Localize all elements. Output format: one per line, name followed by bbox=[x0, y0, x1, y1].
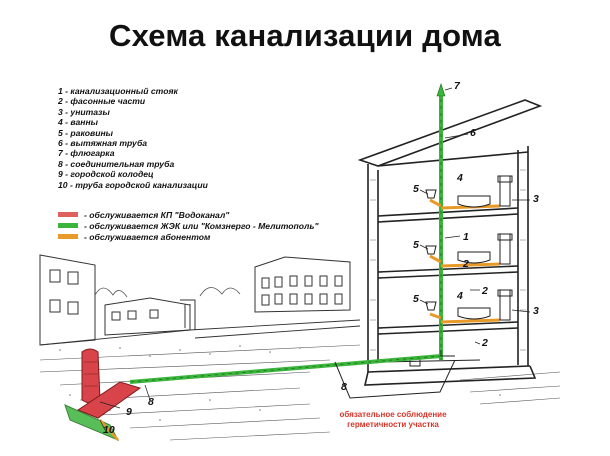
color-legend-vodokanal: - обслуживается КП "Водоканал" bbox=[58, 209, 319, 220]
legend-item-6: 6 - вытяжная труба bbox=[58, 138, 148, 149]
legend-item-4: 4 - ванны bbox=[58, 117, 98, 128]
trees bbox=[94, 287, 241, 298]
sealed-section-outline bbox=[334, 359, 456, 399]
label-8-well: 8 bbox=[148, 396, 154, 408]
ground-hatching bbox=[39, 344, 561, 441]
legend-item-2: 2 - фасонные части bbox=[58, 96, 146, 107]
number-legend: 1 - канализационный стояк 2 - фасонные ч… bbox=[58, 86, 208, 190]
sealing-note: обязательное соблюдение герметичности уч… bbox=[318, 410, 468, 430]
label-4-top: 4 bbox=[457, 172, 463, 184]
zhek-swatch bbox=[58, 223, 78, 228]
label-6: 6 bbox=[470, 127, 476, 139]
label-1: 1 bbox=[463, 231, 469, 243]
main-house bbox=[357, 99, 543, 386]
label-2-bottom: 2 bbox=[482, 337, 488, 349]
color-legend-subscriber: - обслуживается абонентом bbox=[58, 231, 319, 242]
vodokanal-swatch bbox=[58, 212, 78, 217]
connecting-pipe bbox=[129, 350, 455, 384]
subscriber-swatch bbox=[58, 234, 78, 239]
background-houses bbox=[39, 254, 196, 346]
legend-item-3: 3 - унитазы bbox=[58, 106, 110, 117]
legend-item-9: 9 - городской колодец bbox=[58, 169, 154, 180]
label-9: 9 bbox=[126, 406, 132, 418]
sealing-note-line-2: герметичности участка bbox=[347, 420, 439, 429]
city-well bbox=[81, 348, 101, 404]
zhek-label: - обслуживается ЖЭК или "Комзнерго - Мел… bbox=[84, 220, 319, 231]
legend-item-7: 7 - флюгарка bbox=[58, 148, 115, 159]
label-10: 10 bbox=[103, 424, 115, 436]
label-8-house: 8 bbox=[341, 381, 347, 393]
label-2-mid: 2 bbox=[482, 285, 488, 297]
subscriber-label: - обслуживается абонентом bbox=[84, 231, 211, 242]
wall-hatch bbox=[370, 169, 526, 351]
label-3-top: 3 bbox=[533, 193, 539, 205]
label-4-bottom: 4 bbox=[457, 290, 463, 302]
page-title: Схема канализации дома bbox=[109, 18, 501, 53]
label-3-bottom: 3 bbox=[533, 305, 539, 317]
label-5-bottom: 5 bbox=[413, 293, 419, 305]
label-5-top: 5 bbox=[413, 183, 419, 195]
street bbox=[39, 319, 361, 346]
color-legend-zhek: - обслуживается ЖЭК или "Комзнерго - Мел… bbox=[58, 220, 319, 231]
color-legend: - обслуживается КП "Водоканал" - обслужи… bbox=[58, 209, 319, 242]
legend-item-5: 5 - раковины bbox=[58, 127, 114, 138]
label-2-upper: 2 bbox=[463, 258, 469, 270]
sealing-note-line-1: обязательное соблюдение bbox=[339, 410, 447, 419]
label-7: 7 bbox=[454, 80, 460, 92]
legend-item-1: 1 - канализационный стояк bbox=[58, 86, 178, 96]
label-5-mid: 5 bbox=[413, 239, 419, 251]
city-sewer-pipe bbox=[64, 381, 142, 441]
leader-lines bbox=[99, 87, 531, 431]
vent-pipe bbox=[436, 83, 446, 360]
legend-item-8: 8 - соединительная труба bbox=[58, 158, 175, 169]
fixtures bbox=[425, 175, 513, 321]
mid-building bbox=[254, 256, 351, 313]
vodokanal-label: - обслуживается КП "Водоканал" bbox=[84, 209, 230, 220]
legend-item-10: 10 - труба городской канализации bbox=[58, 179, 208, 190]
